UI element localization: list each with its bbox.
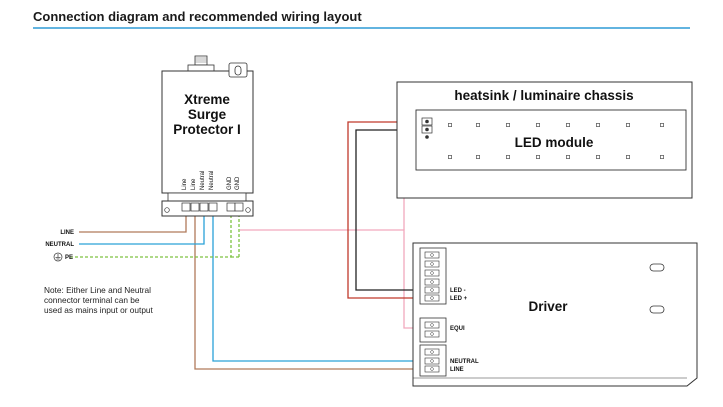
driver-led-plus-label: LED + (450, 296, 468, 302)
driver: Driver LED - LED + EQUI NEUTRAL LINE (412, 242, 698, 387)
driver-line-label: LINE (450, 367, 464, 373)
driver-terminal-block-equi (424, 321, 440, 338)
led-chip (626, 123, 630, 127)
terminal-label-neutral-2: Neutral (209, 171, 215, 190)
led-minus-wire (355, 129, 425, 291)
terminal-screw (430, 323, 434, 327)
luminaire-chassis: heatsink / luminaire chassis LED module (396, 81, 693, 199)
led-chip (626, 155, 630, 159)
led-chip (566, 123, 570, 127)
terminal-screw (430, 288, 434, 292)
terminal-label-line-1: Line (182, 178, 188, 190)
mains-neutral-label: NEUTRAL (45, 242, 74, 248)
terminal-label-gnd-1: GND (227, 176, 233, 190)
line-wire-input (79, 209, 187, 233)
terminal-screw (430, 262, 434, 266)
terminal-screw (430, 253, 434, 257)
terminal-screw (430, 296, 434, 300)
led-chip (506, 123, 510, 127)
terminal-screw (430, 271, 434, 275)
driver-terminal-block-led (424, 251, 440, 302)
terminal-label-line-2: Line (191, 178, 197, 190)
note-line-3: used as mains input or output (44, 305, 154, 315)
led-module-connector (421, 117, 433, 139)
led-module-label: LED module (515, 135, 594, 150)
mains-pe-label: PE (65, 255, 73, 261)
driver-led-minus-label: LED - (450, 288, 466, 294)
protector-terminal-labels: Line Line Neutral Neutral GND GND (182, 171, 241, 190)
line-wire-output (194, 209, 425, 370)
led-dots (448, 123, 664, 159)
led-chip (476, 155, 480, 159)
mains-line-label: LINE (60, 230, 74, 236)
page-title: Connection diagram and recommended wirin… (33, 9, 362, 24)
led-chip (660, 123, 664, 127)
protector-terminal-block (181, 202, 244, 212)
terminal-screw (430, 332, 434, 336)
equi-wire (240, 229, 425, 329)
led-chip (596, 123, 600, 127)
terminal-screw (430, 350, 434, 354)
terminal-label-neutral-1: Neutral (200, 171, 206, 190)
led-chip (448, 155, 452, 159)
driver-neutral-label: NEUTRAL (450, 359, 479, 365)
led-chip (536, 123, 540, 127)
led-module (415, 109, 687, 171)
terminal-screw (430, 367, 434, 371)
neutral-wire-output (212, 209, 425, 362)
neutral-wire-input (79, 209, 205, 245)
surge-protector: Xtreme Surge Protector I Line Line Neutr… (161, 55, 254, 217)
driver-label: Driver (528, 299, 568, 314)
terminal-screw (430, 359, 434, 363)
led-chip (506, 155, 510, 159)
protector-name-3: Protector I (173, 122, 241, 137)
led-chip (566, 155, 570, 159)
note-line-2: connector terminal can be (44, 295, 140, 305)
earth-icon (53, 252, 63, 262)
driver-terminal-block-mains (424, 348, 440, 373)
note-line-1: Note: Either Line and Neutral (44, 285, 151, 295)
led-chip (596, 155, 600, 159)
protector-name-1: Xtreme (184, 92, 230, 107)
chassis-label: heatsink / luminaire chassis (454, 88, 633, 103)
driver-equi-label: EQUI (450, 326, 465, 332)
led-chip (448, 123, 452, 127)
wires (70, 121, 425, 370)
protector-name-2: Surge (188, 107, 227, 122)
led-plus-wire (347, 121, 425, 299)
terminal-label-gnd-2: GND (235, 176, 241, 190)
terminal-screw (430, 280, 434, 284)
led-chip (536, 155, 540, 159)
led-chip (660, 155, 664, 159)
led-chip (476, 123, 480, 127)
